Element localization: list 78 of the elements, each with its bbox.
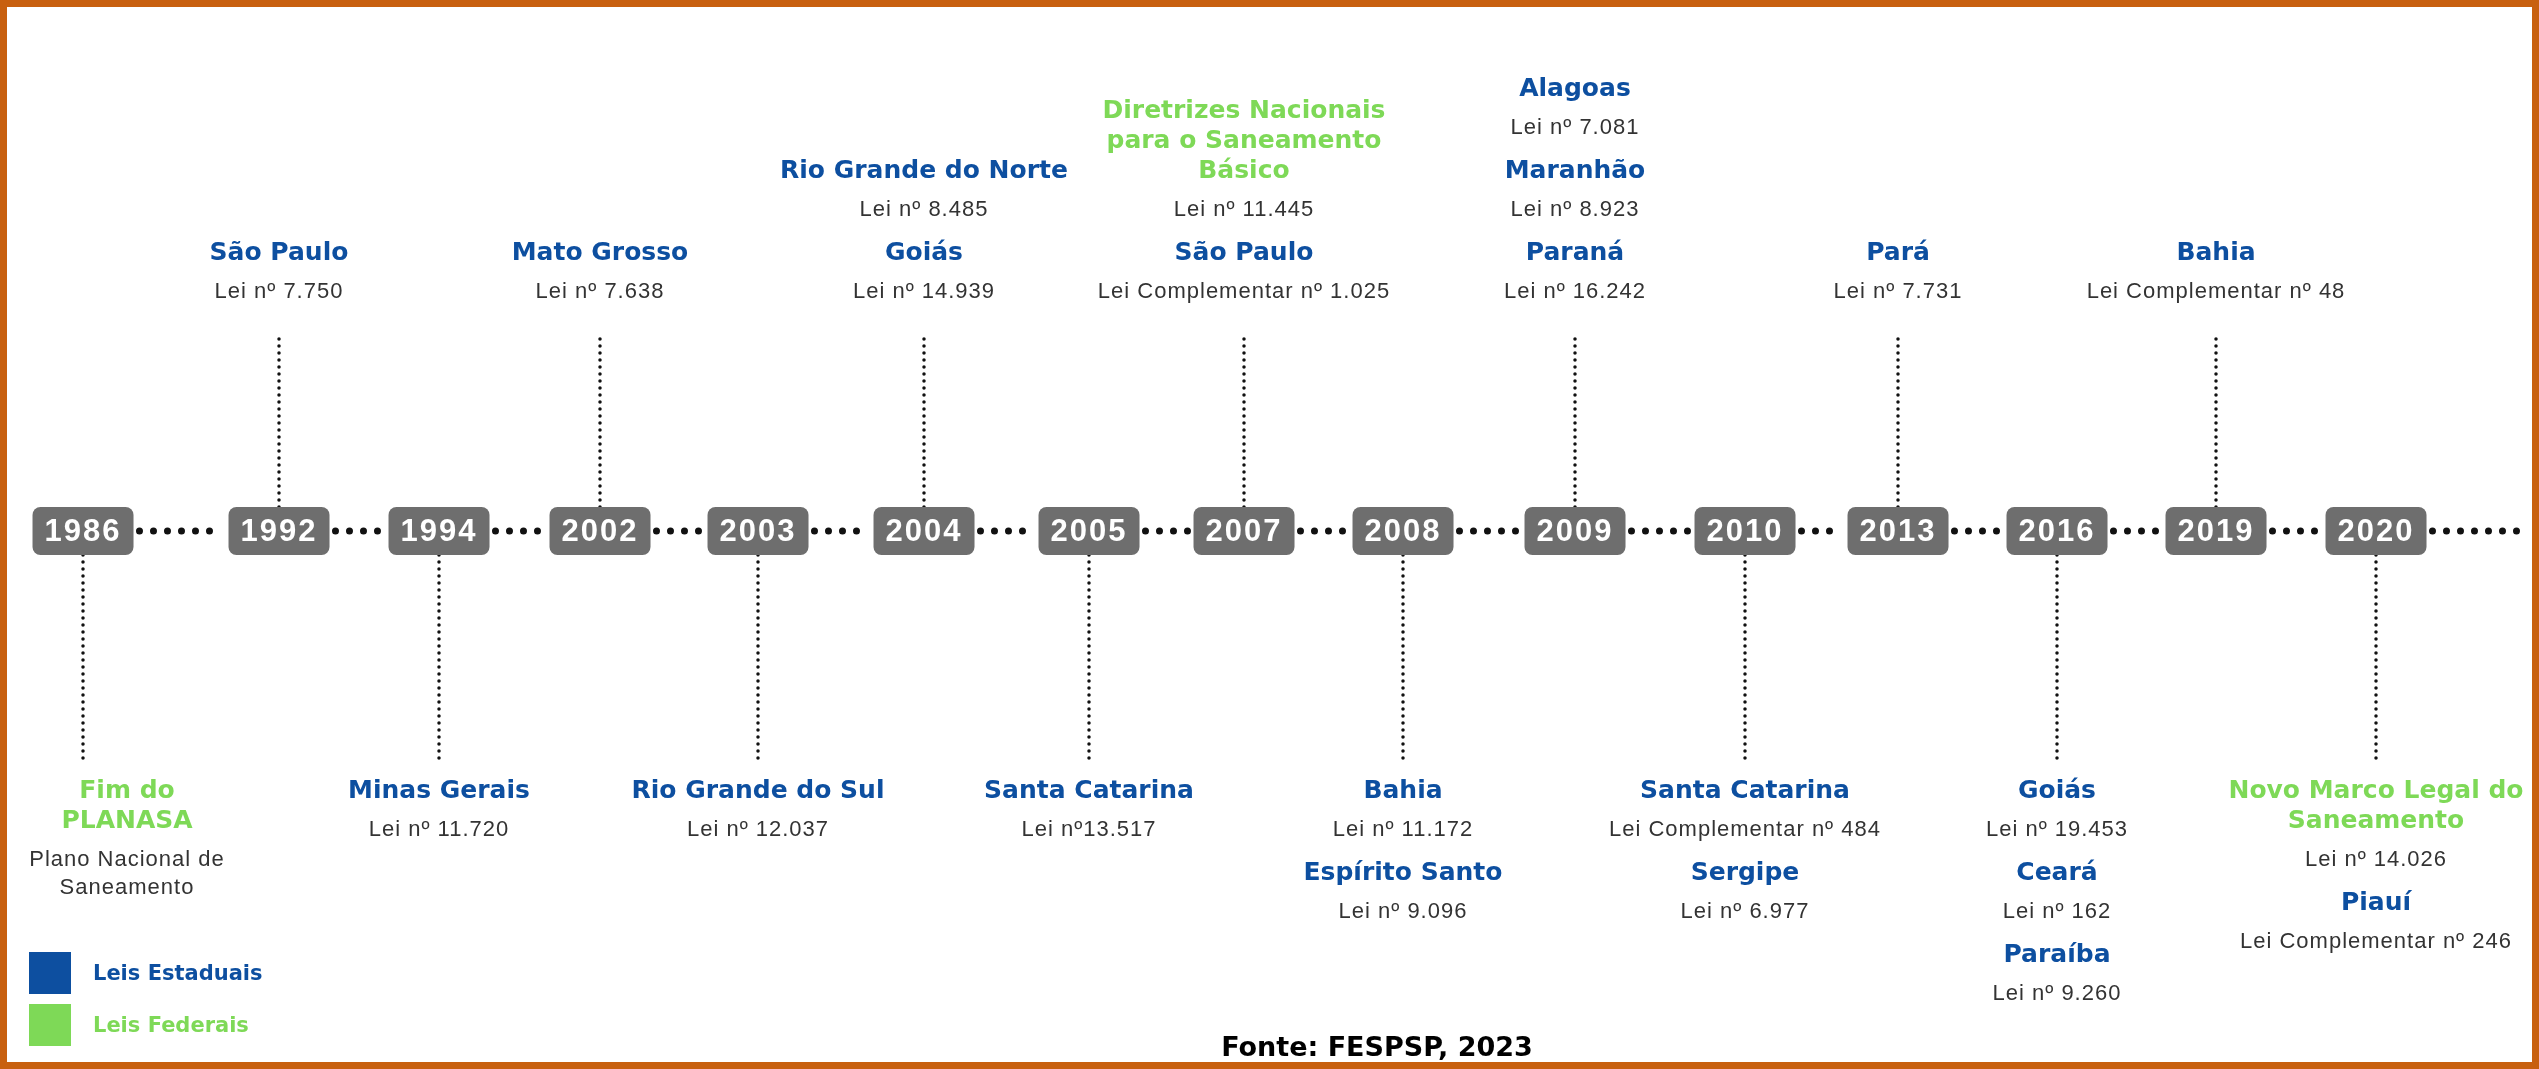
state-name: Santa Catarina (983, 775, 1195, 805)
dotted-connector (437, 553, 441, 763)
law-number: Lei nº13.517 (1020, 815, 1158, 843)
year-badge: 2003 (707, 507, 809, 555)
year-badge: 2013 (1847, 507, 1949, 555)
law-number: Lei Complementar nº 48 (2085, 277, 2347, 305)
state-name: São Paulo (1173, 237, 1315, 267)
legend-label: Leis Estaduais (93, 961, 263, 985)
state-name: Paraíba (2002, 939, 2112, 969)
dotted-connector (756, 553, 760, 763)
timeline-dots (1142, 527, 1191, 535)
description: Plano Nacional de Saneamento (28, 845, 226, 901)
state-name: Rio Grande do Sul (630, 775, 886, 805)
law-number: Lei nº 6.977 (1679, 897, 1811, 925)
law-title: Diretrizes Nacionais para o Saneamento Básico (1101, 95, 1387, 185)
state-name: Ceará (2015, 857, 2099, 887)
state-name: São Paulo (208, 237, 350, 267)
dotted-connector (1401, 553, 1405, 763)
law-number: Lei Complementar nº 1.025 (1096, 277, 1392, 305)
year-badge: 1992 (228, 507, 330, 555)
state-name: Alagoas (1518, 73, 1632, 103)
dotted-connector (2055, 553, 2059, 763)
law-number: Lei nº 9.260 (1991, 979, 2123, 1007)
state-name: Santa Catarina (1639, 775, 1851, 805)
law-number: Lei nº 11.720 (367, 815, 511, 843)
law-number: Lei nº 16.242 (1502, 277, 1648, 305)
dotted-connector (1087, 553, 1091, 763)
law-number: Lei nº 14.939 (851, 277, 997, 305)
state-name: Maranhão (1503, 155, 1647, 185)
state-name: Piauí (2339, 887, 2413, 917)
law-number: Lei nº 8.485 (858, 195, 990, 223)
law-number: Lei nº 19.453 (1984, 815, 2130, 843)
state-name: Sergipe (1689, 857, 1801, 887)
year-badge: 2016 (2006, 507, 2108, 555)
state-name: Espírito Santo (1302, 857, 1504, 887)
year-badge: 2007 (1193, 507, 1295, 555)
state-name: Pará (1865, 237, 1931, 267)
dotted-connector (1743, 553, 1747, 763)
law-number: Lei nº 14.026 (2303, 845, 2449, 873)
year-badge: 2008 (1352, 507, 1454, 555)
legend-label: Leis Federais (93, 1013, 249, 1037)
caption: Fonte: FESPSP, 2023 (1221, 1031, 1533, 1062)
year-badge: 1994 (388, 507, 490, 555)
state-name: Minas Gerais (347, 775, 531, 805)
law-number: Lei nº 11.445 (1172, 195, 1316, 223)
year-badge: 2005 (1038, 507, 1140, 555)
law-number: Lei nº 12.037 (685, 815, 831, 843)
law-number: Lei nº 7.731 (1832, 277, 1964, 305)
year-badge: 2010 (1694, 507, 1796, 555)
year-badge: 2009 (1524, 507, 1626, 555)
state-name: Goiás (884, 237, 964, 267)
dotted-connector (81, 553, 85, 763)
law-number: Lei nº 9.096 (1337, 897, 1469, 925)
dotted-connector (2374, 553, 2378, 763)
law-number: Lei nº 7.638 (534, 277, 666, 305)
law-number: Lei nº 11.172 (1331, 815, 1475, 843)
year-badge: 2020 (2325, 507, 2427, 555)
state-name: Mato Grosso (510, 237, 690, 267)
state-name: Rio Grande do Norte (779, 155, 1069, 185)
law-title: Fim do PLANASA (60, 775, 194, 835)
year-badge: 1986 (32, 507, 134, 555)
law-number: Lei nº 162 (2001, 897, 2113, 925)
timeline-dots (653, 527, 705, 535)
law-number: Lei Complementar nº 484 (1608, 815, 1882, 843)
timeline-dots (1628, 527, 1692, 535)
law-number: Lei Complementar nº 246 (2239, 927, 2513, 955)
state-name: Goiás (2017, 775, 2097, 805)
year-badge: 2002 (549, 507, 651, 555)
law-number: Lei nº 7.750 (213, 277, 345, 305)
law-number: Lei nº 7.081 (1509, 113, 1641, 141)
year-badge: 2004 (873, 507, 975, 555)
law-number: Lei nº 8.923 (1509, 195, 1641, 223)
timeline-dots (1456, 527, 1522, 535)
year-badge: 2019 (2165, 507, 2267, 555)
state-name: Paraná (1524, 237, 1626, 267)
state-name: Bahia (1362, 775, 1444, 805)
law-title: Novo Marco Legal do Saneamento (2227, 775, 2525, 835)
state-name: Bahia (2175, 237, 2257, 267)
